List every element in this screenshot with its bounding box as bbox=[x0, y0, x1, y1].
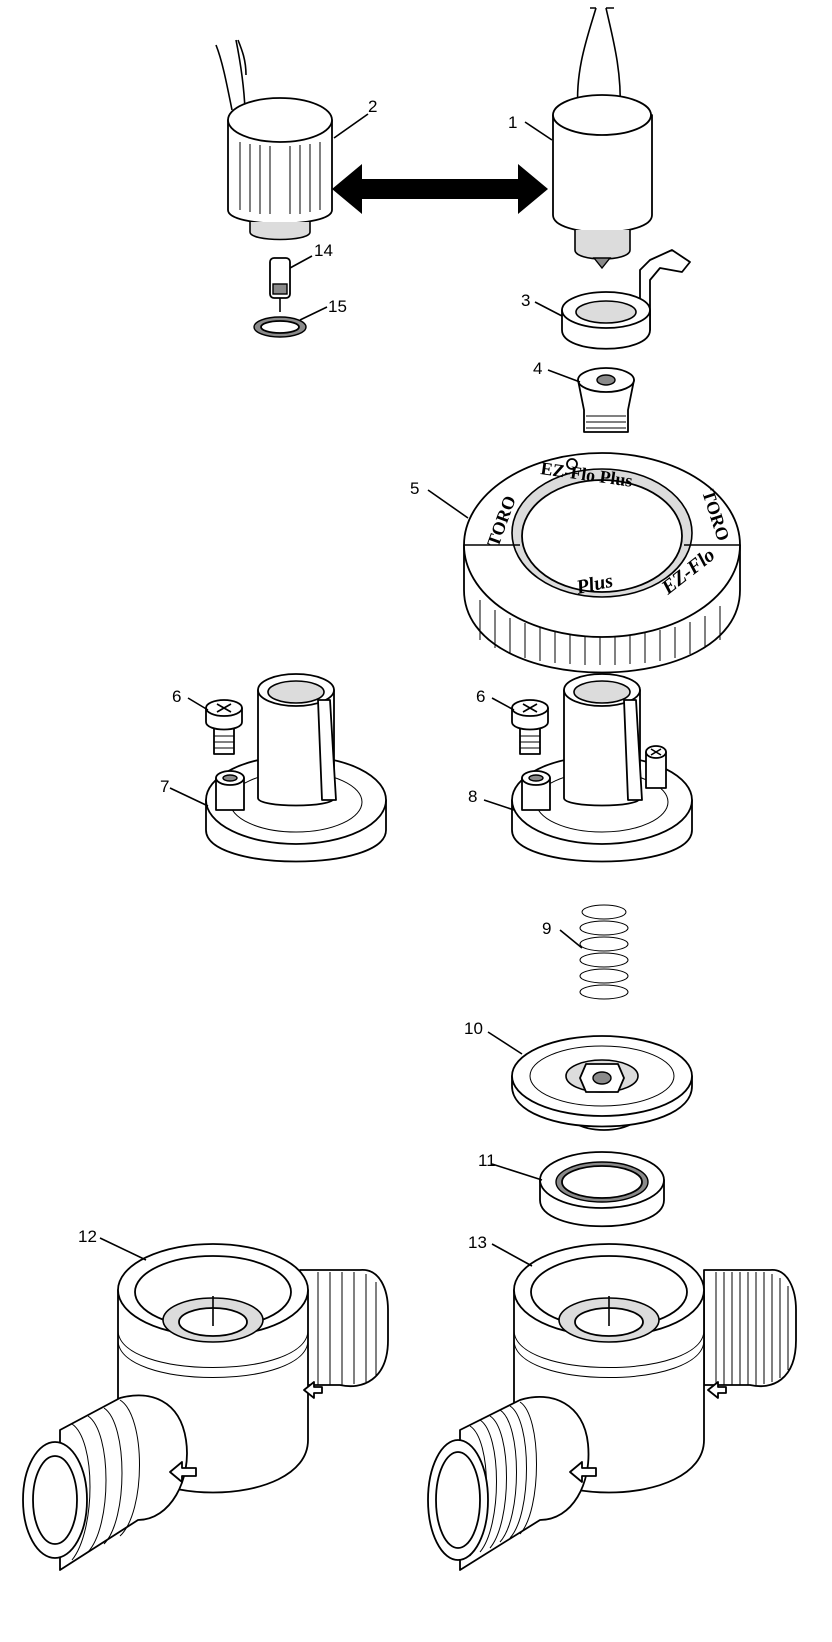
interchangeable-arrow bbox=[332, 164, 548, 214]
valve-body-part-12 bbox=[22, 1243, 389, 1571]
callout-10: 10 bbox=[464, 1019, 483, 1038]
callout-1: 1 bbox=[508, 113, 517, 132]
callout-2: 2 bbox=[368, 97, 377, 116]
callout-15: 15 bbox=[328, 297, 347, 316]
callout-14: 14 bbox=[314, 241, 333, 260]
callout-3: 3 bbox=[521, 291, 530, 310]
solenoid-part-1 bbox=[552, 7, 653, 270]
diaphragm-part-10 bbox=[511, 1035, 693, 1131]
o-ring-part-15 bbox=[253, 316, 307, 338]
callout-12: 12 bbox=[78, 1227, 97, 1246]
spring-part-9 bbox=[579, 904, 629, 1000]
plunger-part-14 bbox=[269, 257, 291, 312]
bleed-screw-part-6-left bbox=[205, 699, 243, 755]
callout-4: 4 bbox=[533, 359, 542, 378]
callout-6-right: 6 bbox=[476, 687, 485, 706]
solenoid-part-2 bbox=[215, 39, 333, 241]
callout-8: 8 bbox=[468, 787, 477, 806]
callout-13: 13 bbox=[468, 1233, 487, 1252]
callout-9: 9 bbox=[542, 919, 551, 938]
bonnet-part-7 bbox=[205, 673, 387, 863]
valve-body-part-13 bbox=[427, 1243, 797, 1571]
callout-6-left: 6 bbox=[172, 687, 181, 706]
callout-5: 5 bbox=[410, 479, 419, 498]
adapter-part-3 bbox=[561, 249, 691, 350]
bonnet-part-8 bbox=[511, 673, 693, 863]
leader-lines bbox=[99, 113, 583, 1267]
bonnet-ring-part-5: TORO TORO EZ-Flo Plus EZ-Flo Plus bbox=[463, 452, 741, 674]
bleed-screw-part-6-right bbox=[511, 699, 549, 755]
callout-7: 7 bbox=[160, 777, 169, 796]
callout-11: 11 bbox=[478, 1151, 496, 1170]
seal-part-11 bbox=[539, 1151, 665, 1228]
callout-labels: 1 2 3 4 5 6 6 7 8 9 10 11 12 13 14 15 bbox=[78, 97, 551, 1252]
flow-fitting-part-4 bbox=[577, 367, 635, 433]
